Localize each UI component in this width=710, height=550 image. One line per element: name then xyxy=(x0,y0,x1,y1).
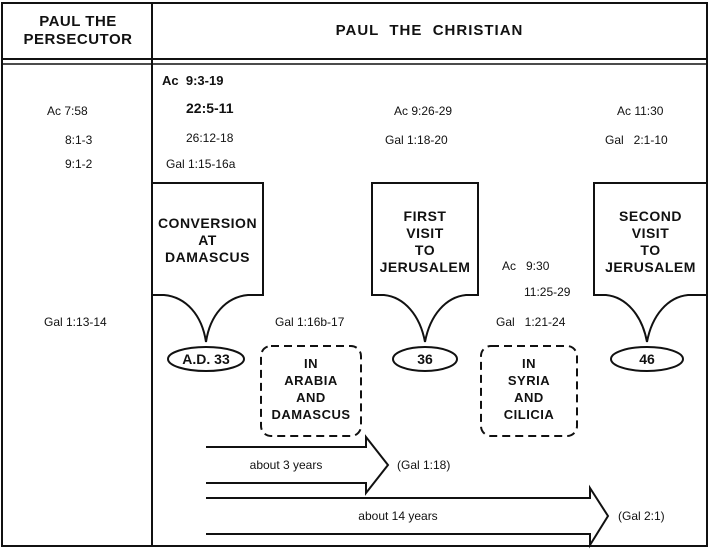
second-visit-callout xyxy=(593,182,707,343)
first-visit-ref: Ac 9:26-29 xyxy=(394,104,453,118)
persecutor-ref: Ac 7:58 xyxy=(47,104,88,118)
first-visit-ref: Gal 1:18-20 xyxy=(385,133,448,147)
conversion-callout xyxy=(152,182,264,343)
first-visit-date: 36 xyxy=(417,351,433,367)
oval-ad33 xyxy=(167,346,245,372)
header-christian: PAUL THE CHRISTIAN xyxy=(335,22,524,39)
syria-title: IN SYRIA AND CILICIA xyxy=(503,356,555,422)
persecutor-ref: 9:1-2 xyxy=(65,157,93,171)
second-visit-ref: Gal 2:1-10 xyxy=(605,133,668,147)
conversion-ref: 22:5-11 xyxy=(186,100,234,116)
conversion-ref: 26:12-18 xyxy=(186,131,234,145)
syria-ref: Ac 9:30 xyxy=(502,259,550,273)
second-visit-title: SECOND VISIT TO JERUSALEM xyxy=(605,208,696,275)
persecutor-ref: 8:1-3 xyxy=(65,133,93,147)
arrow-3-years-ref: (Gal 1:18) xyxy=(397,458,451,472)
conversion-ref: Gal 1:15-16a xyxy=(166,157,236,171)
arrow-14-years-label: about 14 years xyxy=(358,509,438,523)
syria-ref: Gal 1:21-24 xyxy=(496,315,566,329)
arrow-3-years-label: about 3 years xyxy=(249,458,323,472)
second-visit-date: 46 xyxy=(639,351,655,367)
oval-46 xyxy=(610,346,684,372)
second-visit-ref: Ac 11:30 xyxy=(617,104,664,118)
arrow-3-years xyxy=(206,434,390,496)
arabia-ref: Gal 1:16b-17 xyxy=(275,315,345,329)
syria-ref: 11:25-29 xyxy=(524,285,571,299)
arrow-14-years xyxy=(206,484,610,549)
syria-dashed-box xyxy=(480,345,578,437)
first-visit-title: FIRST VISIT TO JERUSALEM xyxy=(379,208,471,275)
header-persecutor: PAUL THE PERSECUTOR xyxy=(23,13,133,48)
arabia-dashed-box xyxy=(260,345,362,437)
first-visit-callout xyxy=(371,182,479,343)
oval-36 xyxy=(392,346,458,372)
arrow-14-years-ref: (Gal 2:1) xyxy=(618,509,665,523)
conversion-date: A.D. 33 xyxy=(182,351,230,367)
persecutor-ref: Gal 1:13-14 xyxy=(44,315,107,329)
arabia-title: IN ARABIA AND DAMASCUS xyxy=(271,356,351,422)
conversion-ref: Ac 9:3-19 xyxy=(162,73,224,88)
conversion-title: CONVERSION AT DAMASCUS xyxy=(157,215,258,265)
